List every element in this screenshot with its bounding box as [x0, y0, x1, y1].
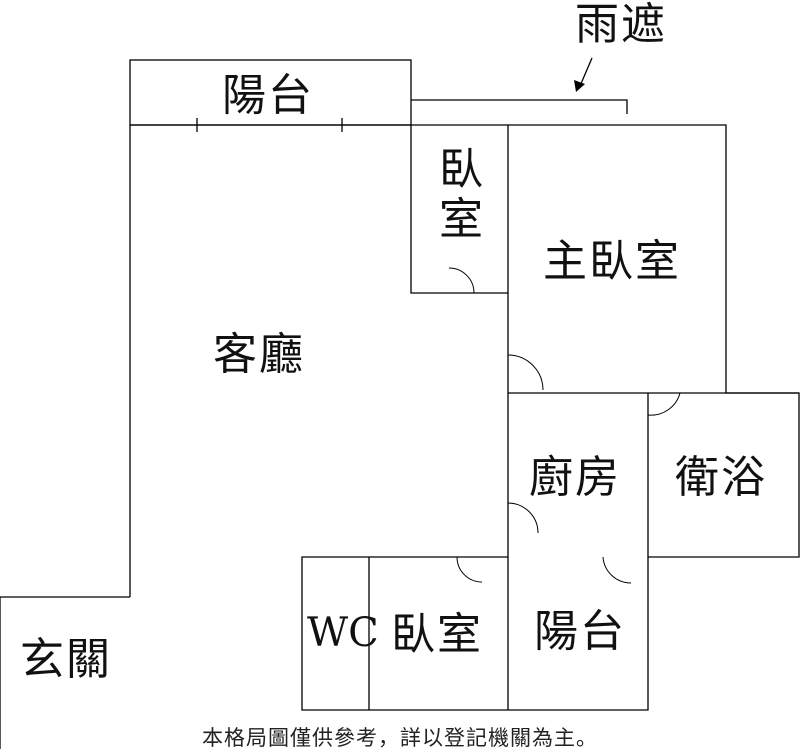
entrance-outline — [0, 596, 130, 749]
door-kitchen — [507, 502, 539, 534]
label-bedroom-small: 臥室 — [439, 144, 485, 245]
door-bottom-balcony — [602, 556, 632, 584]
door-bottom-bedroom — [456, 556, 483, 583]
door-small-bedroom — [448, 267, 475, 294]
label-canopy: 雨遮 — [575, 0, 667, 50]
label-living-room: 客廳 — [213, 329, 305, 380]
label-entrance: 玄關 — [20, 634, 112, 685]
label-bathroom: 衛浴 — [675, 452, 767, 503]
label-balcony-bottom: 陽台 — [534, 606, 626, 657]
canopy-arrow-line — [579, 57, 593, 87]
label-balcony-top: 陽台 — [222, 70, 314, 121]
label-bedroom-bottom: 臥室 — [391, 609, 483, 660]
door-master-bedroom — [507, 354, 544, 391]
canopy-arrowhead — [574, 80, 585, 92]
label-wc: WC — [307, 610, 379, 656]
footer-note: 本格局圖僅供參考，詳以登記機關為主。 — [202, 726, 598, 750]
label-master-bedroom: 主臥室 — [543, 236, 681, 287]
canopy-outline — [411, 99, 628, 114]
label-kitchen: 廚房 — [529, 452, 621, 503]
door-bathroom — [647, 392, 681, 416]
